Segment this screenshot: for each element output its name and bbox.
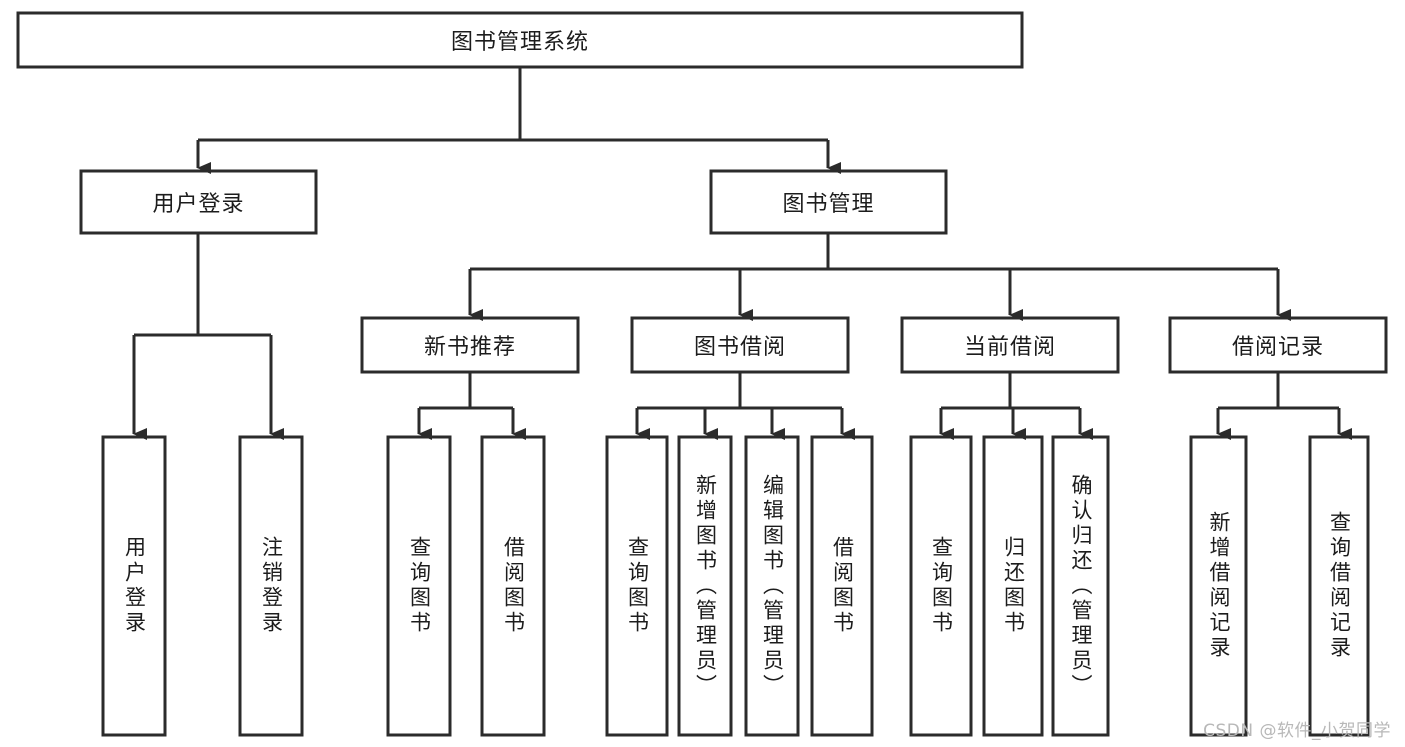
node-box-leaf-add-record[interactable] xyxy=(1189,435,1248,737)
node-box-leaf-query-record[interactable] xyxy=(1308,435,1370,737)
node-box-user-login[interactable] xyxy=(79,169,318,235)
node-box-leaf-query-book-3[interactable] xyxy=(909,435,973,737)
node-box-new-book-recommend[interactable] xyxy=(360,316,580,374)
node-box-leaf-logout-login[interactable] xyxy=(238,435,304,737)
node-box-root[interactable] xyxy=(16,11,1024,69)
node-box-book-management[interactable] xyxy=(709,169,948,235)
node-box-leaf-edit-book[interactable] xyxy=(744,435,800,737)
node-box-leaf-borrow-book-1[interactable] xyxy=(480,435,546,737)
node-box-leaf-borrow-book-2[interactable] xyxy=(810,435,874,737)
node-box-leaf-query-book-1[interactable] xyxy=(386,435,452,737)
watermark-text: CSDN @软件_小贺同学 xyxy=(1203,721,1391,741)
node-box-leaf-confirm-return[interactable] xyxy=(1051,435,1110,737)
node-box-borrow-record[interactable] xyxy=(1168,316,1388,374)
node-box-book-borrow[interactable] xyxy=(630,316,850,374)
node-box-leaf-return-book[interactable] xyxy=(982,435,1044,737)
node-box-leaf-query-book-2[interactable] xyxy=(605,435,669,737)
node-box-current-borrow[interactable] xyxy=(900,316,1120,374)
node-box-leaf-user-login[interactable] xyxy=(101,435,167,737)
node-box-leaf-add-book[interactable] xyxy=(677,435,733,737)
